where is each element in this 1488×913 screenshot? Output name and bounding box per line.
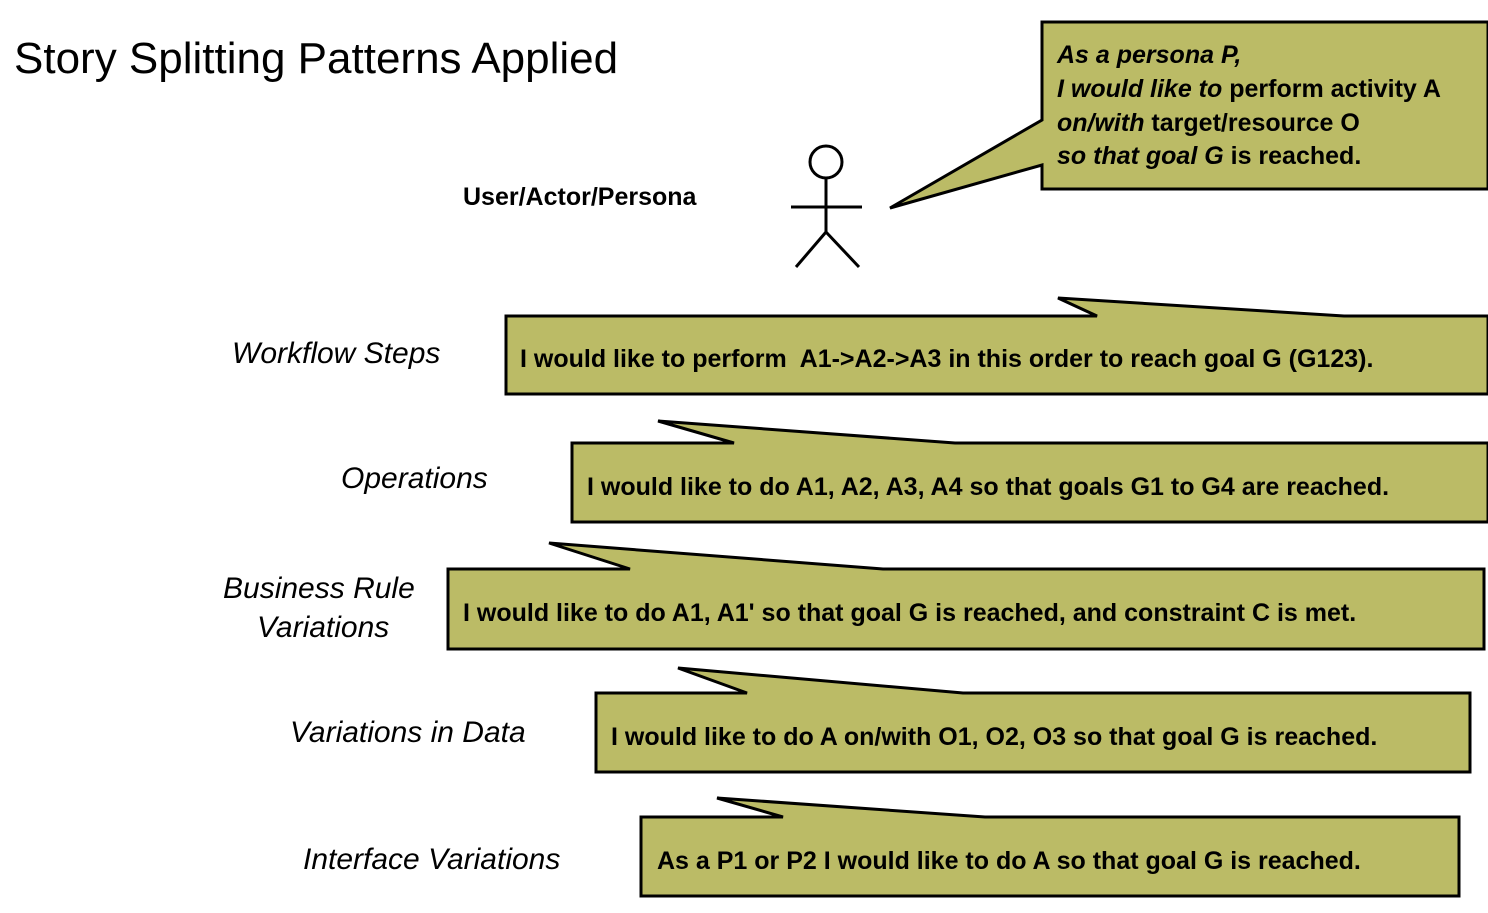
pattern-label: Workflow Steps bbox=[232, 337, 440, 370]
pattern-label-line-1: Business Rule bbox=[223, 572, 415, 605]
story-template-bubble: As a persona P, I would like to perform … bbox=[889, 20, 1488, 210]
template-line-2: I would like to perform activity A bbox=[1057, 75, 1441, 103]
template-line-4-italic: so that goal G bbox=[1057, 142, 1224, 170]
stick-figure-icon bbox=[791, 144, 862, 269]
template-line-1-italic: As a persona P, bbox=[1056, 41, 1241, 69]
pattern-interface-variations: Interface Variations As a P1 or P2 I wou… bbox=[303, 796, 1461, 898]
pattern-bubble bbox=[504, 296, 1488, 396]
pattern-business-rule-variations: Business Rule Variations I would like to… bbox=[223, 541, 1486, 651]
page-title: Story Splitting Patterns Applied bbox=[14, 34, 618, 83]
template-line-3-italic: on/with bbox=[1057, 109, 1144, 137]
template-line-2-regular: perform activity A bbox=[1222, 75, 1441, 103]
pattern-label-line-2: Variations bbox=[257, 611, 389, 644]
pattern-bubble bbox=[570, 419, 1488, 524]
pattern-label: Variations in Data bbox=[290, 716, 526, 749]
pattern-workflow-steps: Workflow Steps I would like to perform A… bbox=[232, 296, 1488, 396]
pattern-statement: As a P1 or P2 I would like to do A so th… bbox=[657, 847, 1361, 875]
pattern-bubble bbox=[446, 541, 1486, 651]
pattern-statement: I would like to perform A1->A2->A3 in th… bbox=[520, 345, 1373, 373]
pattern-bubble bbox=[639, 796, 1461, 898]
template-line-3-regular: target/resource O bbox=[1144, 109, 1359, 137]
template-line-4: so that goal G is reached. bbox=[1057, 142, 1361, 170]
pattern-bubble bbox=[594, 666, 1472, 774]
pattern-statement: I would like to do A on/with O1, O2, O3 … bbox=[611, 723, 1377, 751]
pattern-variations-in-data: Variations in Data I would like to do A … bbox=[290, 666, 1472, 774]
pattern-operations: Operations I would like to do A1, A2, A3… bbox=[341, 419, 1488, 524]
template-line-3: on/with target/resource O bbox=[1057, 109, 1360, 137]
pattern-label: Operations bbox=[341, 462, 488, 495]
pattern-statement: I would like to do A1, A1' so that goal … bbox=[463, 599, 1356, 627]
template-line-2-italic: I would like to bbox=[1057, 75, 1222, 103]
bubble-shape bbox=[889, 20, 1488, 210]
actor-label: User/Actor/Persona bbox=[463, 183, 698, 211]
pattern-label: Interface Variations bbox=[303, 843, 560, 876]
template-line-1: As a persona P, bbox=[1056, 41, 1241, 69]
pattern-statement: I would like to do A1, A2, A3, A4 so tha… bbox=[587, 473, 1389, 501]
template-line-4-regular: is reached. bbox=[1224, 142, 1362, 170]
